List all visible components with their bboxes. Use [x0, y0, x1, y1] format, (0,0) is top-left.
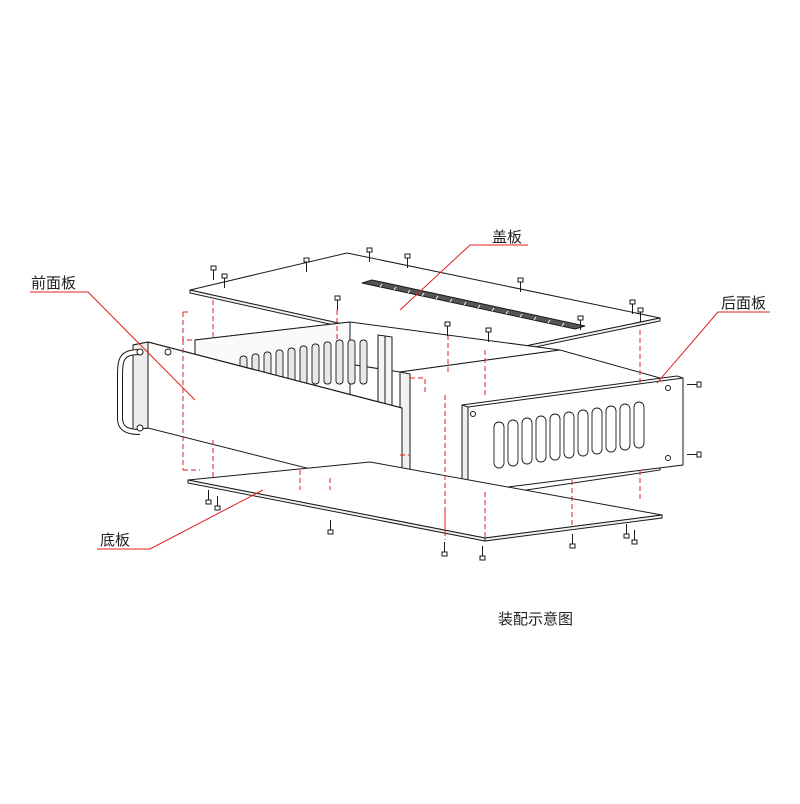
screw: [441, 542, 448, 557]
screw: [205, 490, 212, 505]
screw: [303, 257, 310, 272]
screw: [629, 299, 636, 314]
label-bottom-panel: 底板: [100, 531, 131, 549]
diagram-caption: 装配示意图: [498, 610, 574, 628]
screw: [687, 381, 702, 388]
label-rear-panel: 后面板: [721, 294, 767, 312]
screw: [637, 307, 644, 322]
assembly-guide-lines: [182, 300, 641, 540]
screw: [687, 451, 702, 458]
screw: [327, 520, 334, 535]
label-cover-panel: 盖板: [492, 228, 523, 246]
screw: [334, 295, 341, 310]
screw: [444, 321, 451, 336]
screw: [404, 253, 411, 268]
screw: [479, 546, 486, 561]
screw: [214, 496, 221, 511]
screw: [366, 247, 373, 262]
screw: [485, 327, 492, 342]
screw: [623, 524, 630, 539]
cover-vent-ticks: [379, 283, 565, 327]
bottom-plate: [187, 461, 663, 542]
screw: [577, 315, 584, 330]
screws: [205, 247, 702, 561]
screw: [569, 534, 576, 549]
screw: [517, 277, 524, 292]
screw: [631, 530, 638, 545]
screw: [210, 265, 217, 280]
rear-panel: [461, 375, 684, 493]
screw: [221, 273, 228, 288]
rear-vent-slots: [493, 401, 645, 469]
label-front-panel: 前面板: [31, 274, 77, 292]
leader-lines: [30, 244, 770, 550]
